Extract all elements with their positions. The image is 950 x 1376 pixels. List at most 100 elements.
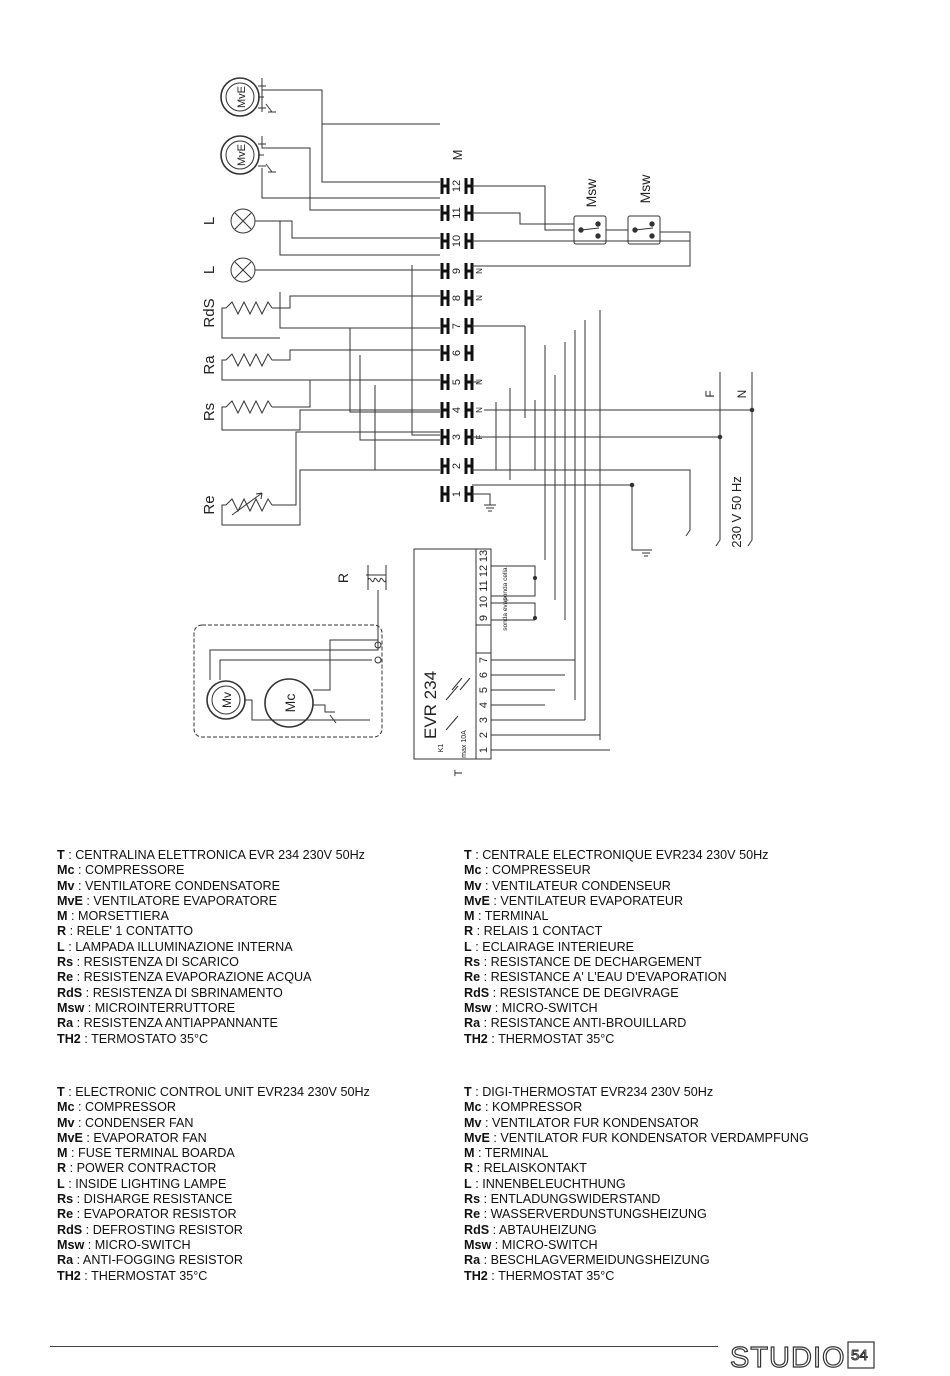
legend-item: L : INSIDE LIGHTING LAMPE	[57, 1176, 227, 1191]
legend-item: Mc : COMPRESSORE	[57, 863, 185, 878]
legend-item: T : DIGI-THERMOSTAT EVR234 230V 50Hz	[464, 1085, 714, 1099]
legend-item: Mv : VENTILATOR FUR KONDENSATOR	[464, 1115, 699, 1130]
legend-item: TH2 : THERMOSTAT 35°C	[464, 1031, 615, 1046]
legend-item: T : CENTRALINA ELETTRONICA EVR 234 230V …	[57, 848, 365, 862]
legend-item: Ra : RESISTENZA ANTIAPPANNANTE	[57, 1016, 278, 1031]
controller-model: EVR 234	[421, 671, 440, 739]
legend-item: Rs : ENTLADUNGSWIDERSTAND	[464, 1192, 661, 1207]
controller-terminal-7: 7	[478, 657, 490, 663]
terminal-6: 6	[440, 345, 474, 361]
legend-item: L : LAMPADA ILLUMINAZIONE INTERNA	[57, 939, 293, 954]
legend-item: M : FUSE TERMINAL BOARDA	[57, 1146, 235, 1161]
legend-item: Re : RESISTENZA EVAPORAZIONE ACQUA	[57, 970, 312, 985]
evaporator-fan-2: MvE	[220, 135, 276, 175]
footer-rule	[50, 1346, 718, 1347]
legend-item: Rs : RESISTENZA DI SCARICO	[57, 955, 239, 970]
legend-item: Re : RESISTANCE A' L'EAU D'EVAPORATION	[464, 970, 727, 985]
legend-item: Mv : VENTILATORE CONDENSATORE	[57, 878, 281, 893]
terminal-12: 12	[440, 178, 474, 194]
legend-item: TH2 : TERMOSTATO 35°C	[57, 1031, 209, 1046]
probe-evaporator-label: sonda evap.	[502, 595, 509, 631]
legend-english: T : ELECTRONIC CONTROL UNIT EVR234 230V …	[57, 1085, 370, 1284]
controller: EVR 234 K1 max 10A T 1 2 3 4 5 6 7 9 10 …	[413, 548, 610, 776]
compressor-label: Mc	[282, 694, 298, 713]
controller-terminal-5: 5	[478, 687, 490, 693]
legend-item: Mv : CONDENSER FAN	[57, 1115, 194, 1130]
micro-switch-1-label: Msw	[583, 178, 599, 208]
terminal-10: 10	[440, 233, 474, 249]
defrost-resistor: RdS	[201, 298, 273, 328]
terminal-6-number: 6	[451, 350, 463, 356]
defrost-resistor-label: RdS	[201, 298, 218, 327]
legend-item: TH2 : THERMOSTAT 35°C	[57, 1268, 208, 1283]
legend-item: RdS : RESISTANCE DE DEGIVRAGE	[464, 985, 679, 1000]
antifog-resistor: Ra	[201, 352, 273, 375]
terminal-7-number: 7	[451, 323, 463, 329]
brand-number: 54	[851, 1347, 868, 1364]
terminal-11-number: 11	[451, 207, 463, 218]
relay-label: R	[335, 573, 351, 583]
terminal-9-number: 9	[451, 268, 463, 274]
controller-terminal-3: 3	[478, 717, 490, 723]
evaporation-resistor: Re	[201, 492, 273, 516]
legend-item: L : INNENBELEUCHTHUNG	[464, 1176, 626, 1191]
controller-terminal-4: 4	[478, 702, 490, 708]
legend-item: Msw : MICRO-SWITCH	[464, 1000, 598, 1015]
controller-terminal-13: 13	[478, 550, 490, 562]
condenser-fan-label: Mv	[220, 692, 234, 708]
supply-neutral-label: N	[735, 390, 749, 399]
controller-terminal-1: 1	[478, 747, 490, 753]
legend-item: MvE : EVAPORATOR FAN	[57, 1130, 207, 1145]
legend-item: RdS : ABTAUHEIZUNG	[464, 1222, 597, 1237]
terminal-2-number: 2	[451, 463, 463, 469]
discharge-resistor: Rs	[201, 399, 273, 421]
legend-item: M : TERMINAL	[464, 909, 549, 924]
relay: R	[335, 565, 387, 604]
legend-item: R : POWER CONTRACTOR	[57, 1161, 217, 1176]
controller-terminal-12: 12	[478, 565, 490, 577]
antifog-resistor-label: Ra	[201, 355, 218, 375]
legend-item: T : CENTRALE ELECTRONIQUE EVR234 230V 50…	[464, 848, 769, 862]
wiring-right	[472, 185, 755, 740]
legend-item: RdS : DEFROSTING RESISTOR	[57, 1222, 243, 1237]
discharge-resistor-label: Rs	[201, 403, 218, 421]
legend-item: Rs : RESISTANCE DE DECHARGEMENT	[464, 955, 702, 970]
terminal-8: 8 N	[440, 290, 484, 306]
legend-item: M : TERMINAL	[464, 1146, 549, 1161]
controller-terminal-11: 11	[478, 580, 490, 591]
brand-logo: STUDIO 54	[730, 1341, 875, 1375]
legend-item: Msw : MICROINTERRUTTORE	[57, 1000, 236, 1015]
lamp-2: L	[201, 257, 256, 283]
terminal-11: 11	[440, 205, 474, 221]
terminal-10-number: 10	[451, 235, 463, 247]
terminal-5-number: 5	[451, 379, 463, 385]
compressor: Mc	[264, 678, 314, 728]
terminal-4: 4 N	[440, 402, 484, 418]
compressor-box: Mv Mc	[193, 600, 383, 738]
brand-name: STUDIO	[730, 1342, 846, 1374]
legend-item: MvE : VENTILATORE EVAPORATORE	[57, 893, 277, 908]
legend-item: Re : EVAPORATOR RESISTOR	[57, 1207, 237, 1222]
micro-switch-2-label: Msw	[637, 174, 653, 204]
terminal-1: 1	[440, 486, 474, 502]
evaporator-fan-1: MvE	[220, 77, 276, 117]
evaporation-resistor-label: Re	[201, 495, 218, 514]
wiring-diagram: MvE MvE L L RdS Ra Rs Re	[193, 77, 755, 776]
legend-item: TH2 : THERMOSTAT 35°C	[464, 1268, 615, 1283]
wiring-left	[221, 78, 440, 526]
legend-item: MvE : VENTILATOR FUR KONDENSATOR VERDAMP…	[464, 1130, 809, 1145]
terminal-block-label: M	[450, 150, 465, 161]
terminal-9-neutral-mark: N	[475, 268, 484, 274]
terminal-4-neutral-mark: N	[475, 407, 484, 413]
legend-item: R : RELAISKONTAKT	[464, 1161, 587, 1176]
legend-item: Rs : DISHARGE RESISTANCE	[57, 1192, 233, 1207]
terminal-7: 7	[440, 318, 474, 334]
controller-terminal-2: 2	[478, 732, 490, 738]
supply-voltage-label: 230 V 50 Hz	[729, 476, 744, 548]
terminal-3-number: 3	[451, 434, 463, 440]
evaporator-fan-2-label: MvE	[236, 144, 248, 166]
legend-item: Mc : COMPRESSEUR	[464, 863, 591, 878]
controller-terminal-6: 6	[478, 672, 490, 678]
legend-item: L : ECLAIRAGE INTERIEURE	[464, 939, 635, 954]
terminal-12-number: 12	[451, 180, 463, 192]
